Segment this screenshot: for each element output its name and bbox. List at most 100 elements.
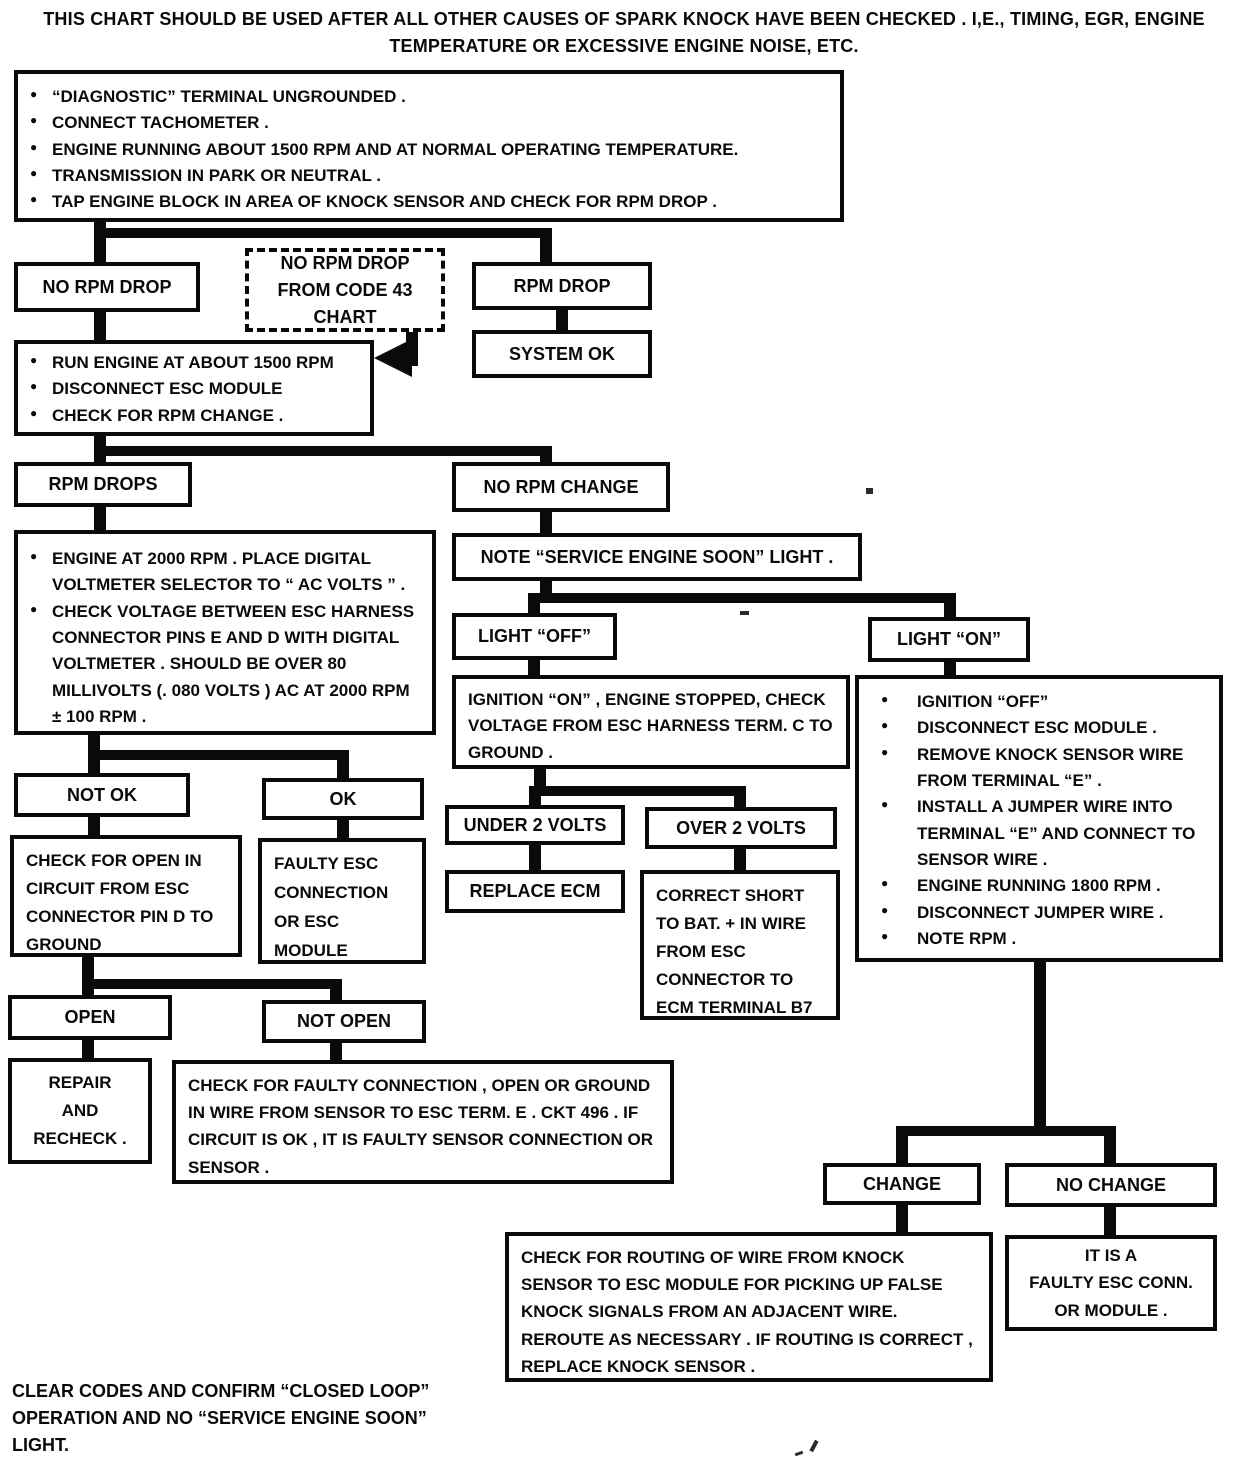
connector-line xyxy=(896,1126,1116,1136)
light-on-step: DISCONNECT ESC MODULE . xyxy=(871,715,1207,741)
connector-line xyxy=(330,979,342,1002)
node-faulty-esc-connection: FAULTY ESC CONNECTION OR ESC MODULE xyxy=(258,838,426,964)
connector-line xyxy=(529,786,541,807)
node-run-engine: RUN ENGINE AT ABOUT 1500 RPM DISCONNECT … xyxy=(14,340,374,436)
node-system-ok: SYSTEM OK xyxy=(472,330,652,378)
connector-line xyxy=(1104,1205,1116,1237)
connector-line xyxy=(944,593,956,619)
connector-line xyxy=(1104,1126,1116,1165)
connector-line xyxy=(540,446,552,464)
connector-line xyxy=(82,955,94,997)
connector-line xyxy=(528,658,540,677)
node-not-ok: NOT OK xyxy=(14,773,190,817)
light-on-step: DISCONNECT JUMPER WIRE . xyxy=(871,900,1207,926)
connector-line xyxy=(94,228,552,238)
code43-line: CHART xyxy=(313,306,377,327)
connector-line xyxy=(337,750,349,780)
light-on-step: NOTE RPM . xyxy=(871,926,1207,952)
connector-line xyxy=(528,593,540,615)
node-light-off: LIGHT “OFF” xyxy=(452,613,617,660)
connector-line xyxy=(529,786,746,796)
light-on-step: INSTALL A JUMPER WIRE INTO TERMINAL “E” … xyxy=(871,794,1207,873)
connector-line xyxy=(528,593,956,603)
scan-artifact-dot xyxy=(866,488,873,494)
run-engine-step: DISCONNECT ESC MODULE xyxy=(30,376,358,402)
footer-line: LIGHT. xyxy=(12,1435,69,1455)
connector-line xyxy=(734,786,746,809)
voltmeter-step: CHECK VOLTAGE BETWEEN ESC HARNESS CONNEC… xyxy=(30,599,420,731)
connector-line xyxy=(94,220,106,264)
node-open: OPEN xyxy=(8,995,172,1040)
setup-step: TRANSMISSION IN PARK OR NEUTRAL . xyxy=(30,163,828,189)
node-not-open: NOT OPEN xyxy=(262,1000,426,1043)
node-ok: OK xyxy=(262,778,424,820)
setup-step: TAP ENGINE BLOCK IN AREA OF KNOCK SENSOR… xyxy=(30,189,828,215)
light-on-step: REMOVE KNOCK SENSOR WIRE FROM TERMINAL “… xyxy=(871,742,1207,795)
node-setup-instructions: “DIAGNOSTIC” TERMINAL UNGROUNDED . CONNE… xyxy=(14,70,844,222)
connector-line xyxy=(896,1126,908,1165)
connector-line xyxy=(896,1203,908,1234)
connector-line xyxy=(88,750,349,760)
run-engine-step: CHECK FOR RPM CHANGE . xyxy=(30,403,358,429)
connector-line xyxy=(534,767,546,788)
faulty-module-line: OR MODULE . xyxy=(1054,1300,1168,1320)
connector-line xyxy=(82,979,342,989)
node-light-on-steps: IGNITION “OFF” DISCONNECT ESC MODULE . R… xyxy=(855,675,1223,962)
node-check-faulty-connection-ckt-496: CHECK FOR FAULTY CONNECTION , OPEN OR GR… xyxy=(172,1060,674,1184)
code43-line: NO RPM DROP xyxy=(280,252,410,273)
node-no-rpm-drop-from-code-43-chart: NO RPM DROP FROM CODE 43 CHART xyxy=(245,248,445,332)
scan-artifact-mark xyxy=(809,1439,819,1453)
arrow-left-icon xyxy=(374,339,412,377)
node-no-change: NO CHANGE xyxy=(1005,1163,1217,1207)
node-no-rpm-drop: NO RPM DROP xyxy=(14,262,200,312)
node-note-service-engine-soon-light: NOTE “SERVICE ENGINE SOON” LIGHT . xyxy=(452,533,862,581)
footer-note: CLEAR CODES AND CONFIRM “CLOSED LOOP” OP… xyxy=(12,1378,492,1459)
setup-step: CONNECT TACHOMETER . xyxy=(30,110,828,136)
connector-line xyxy=(88,815,100,837)
node-no-rpm-change: NO RPM CHANGE xyxy=(452,462,670,512)
voltmeter-step: ENGINE AT 2000 RPM . PLACE DIGITAL VOLTM… xyxy=(30,546,420,599)
connector-line xyxy=(540,228,552,264)
node-correct-short-to-battery: CORRECT SHORT TO BAT. + IN WIRE FROM ESC… xyxy=(640,870,840,1020)
connector-line xyxy=(529,843,541,872)
node-ignition-on-voltage-check: IGNITION “ON” , ENGINE STOPPED, CHECK VO… xyxy=(452,675,850,769)
connector-line xyxy=(330,1041,342,1062)
node-check-wire-routing: CHECK FOR ROUTING OF WIRE FROM KNOCK SEN… xyxy=(505,1232,993,1382)
node-replace-ecm: REPLACE ECM xyxy=(445,870,625,913)
connector-line xyxy=(94,505,106,532)
connector-line xyxy=(734,847,746,872)
chart-title-line1: THIS CHART SHOULD BE USED AFTER ALL OTHE… xyxy=(43,9,1205,29)
repair-line: REPAIR xyxy=(48,1072,112,1092)
node-under-2-volts: UNDER 2 VOLTS xyxy=(445,805,625,845)
chart-title-line2: TEMPERATURE OR EXCESSIVE ENGINE NOISE, E… xyxy=(389,36,859,56)
setup-step: ENGINE RUNNING ABOUT 1500 RPM AND AT NOR… xyxy=(30,137,828,163)
node-repair-and-recheck: REPAIR AND RECHECK . xyxy=(8,1058,152,1164)
setup-step: “DIAGNOSTIC” TERMINAL UNGROUNDED . xyxy=(30,84,828,110)
footer-line: CLEAR CODES AND CONFIRM “CLOSED LOOP” xyxy=(12,1381,430,1401)
repair-line: RECHECK . xyxy=(33,1129,127,1149)
scan-artifact-dot xyxy=(740,611,749,615)
node-light-on: LIGHT “ON” xyxy=(868,617,1030,662)
footer-line: OPERATION AND NO “SERVICE ENGINE SOON” xyxy=(12,1408,427,1428)
node-rpm-drops: RPM DROPS xyxy=(14,462,192,507)
connector-line xyxy=(556,308,568,334)
connector-line xyxy=(540,510,552,535)
repair-line: AND xyxy=(61,1100,99,1120)
light-on-step: IGNITION “OFF” xyxy=(871,689,1207,715)
node-check-open-circuit: CHECK FOR OPEN IN CIRCUIT FROM ESC CONNE… xyxy=(10,835,242,957)
faulty-module-line: FAULTY ESC CONN. xyxy=(1029,1273,1193,1293)
connector-line xyxy=(337,818,349,840)
code43-line: FROM CODE 43 xyxy=(277,279,413,300)
connector-line xyxy=(1034,958,1046,1136)
light-on-step: ENGINE RUNNING 1800 RPM . xyxy=(871,873,1207,899)
connector-line xyxy=(94,446,552,456)
connector-line xyxy=(82,1038,94,1060)
faulty-module-line: IT IS A xyxy=(1084,1246,1138,1266)
node-rpm-drop: RPM DROP xyxy=(472,262,652,310)
node-engine-2000-voltmeter-check: ENGINE AT 2000 RPM . PLACE DIGITAL VOLTM… xyxy=(14,530,436,735)
connector-line xyxy=(944,660,956,677)
chart-title: THIS CHART SHOULD BE USED AFTER ALL OTHE… xyxy=(0,6,1248,60)
scan-artifact-mark xyxy=(794,1450,804,1457)
run-engine-step: RUN ENGINE AT ABOUT 1500 RPM xyxy=(30,350,358,376)
